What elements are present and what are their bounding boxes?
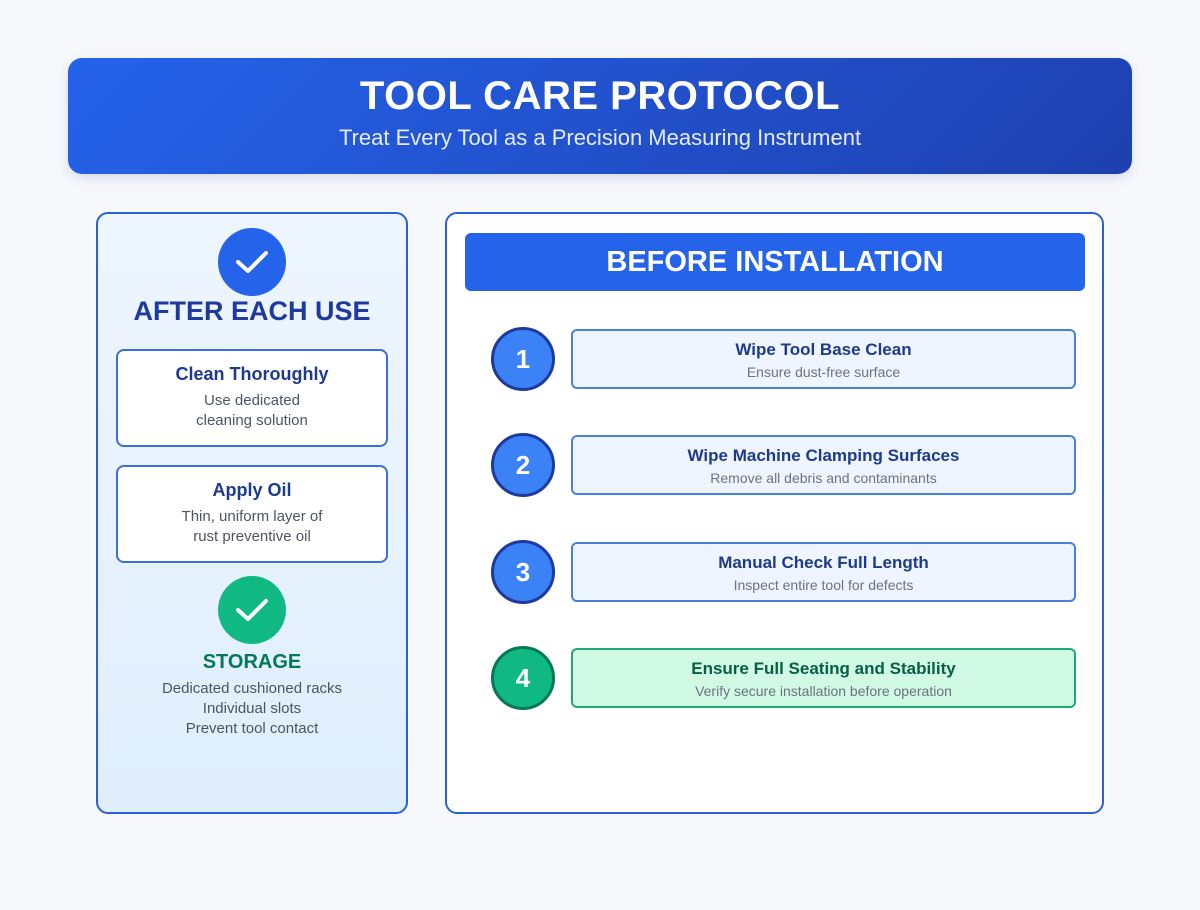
step-number-badge: 1 [491, 327, 555, 391]
check-circle-icon [218, 576, 286, 644]
storage-title: STORAGE [202, 651, 302, 673]
header-banner: TOOL CARE PROTOCOL Treat Every Tool as a… [68, 58, 1132, 174]
step-card-4: Ensure Full Seating and Stability Verify… [571, 648, 1076, 708]
check-circle-icon [218, 228, 286, 296]
page-subtitle: Treat Every Tool as a Precision Measurin… [338, 125, 862, 150]
step-number-badge: 2 [491, 433, 555, 497]
storage-line: Individual slots [202, 700, 302, 717]
step-title: Wipe Machine Clamping Surfaces [687, 446, 960, 465]
after-each-use-title: AFTER EACH USE [133, 296, 371, 326]
before-installation-panel: BEFORE INSTALLATION 1 Wipe Tool Base Cle… [445, 212, 1104, 814]
step-description: Ensure dust-free surface [746, 364, 901, 380]
step-card-3: Manual Check Full Length Inspect entire … [571, 542, 1076, 602]
before-installation-title: BEFORE INSTALLATION [465, 233, 1085, 291]
step-title: Ensure Full Seating and Stability [691, 659, 956, 678]
step-description: Remove all debris and contaminants [710, 470, 937, 486]
after-each-use-panel: AFTER EACH USE Clean Thoroughly Use dedi… [96, 212, 408, 814]
care-card-title: Apply Oil [212, 480, 292, 500]
step-card-2: Wipe Machine Clamping Surfaces Remove al… [571, 435, 1076, 495]
step-card-1: Wipe Tool Base Clean Ensure dust-free su… [571, 329, 1076, 389]
care-card-oil: Apply Oil Thin, uniform layer of rust pr… [116, 465, 388, 563]
step-title: Wipe Tool Base Clean [735, 340, 912, 359]
step-title: Manual Check Full Length [718, 553, 929, 572]
care-card-title: Clean Thoroughly [175, 364, 329, 384]
step-number-badge: 3 [491, 540, 555, 604]
step-number-badge: 4 [491, 646, 555, 710]
storage-line: Dedicated cushioned racks [161, 680, 343, 697]
storage-line: Prevent tool contact [185, 720, 319, 737]
page-title: TOOL CARE PROTOCOL [359, 74, 841, 118]
storage-details: Dedicated cushioned racks Individual slo… [98, 679, 406, 739]
care-card-description: Thin, uniform layer of rust preventive o… [181, 508, 323, 545]
care-card-clean: Clean Thoroughly Use dedicated cleaning … [116, 349, 388, 447]
step-description: Verify secure installation before operat… [695, 683, 952, 699]
care-card-description: Use dedicated cleaning solution [196, 392, 308, 429]
step-description: Inspect entire tool for defects [733, 577, 914, 593]
